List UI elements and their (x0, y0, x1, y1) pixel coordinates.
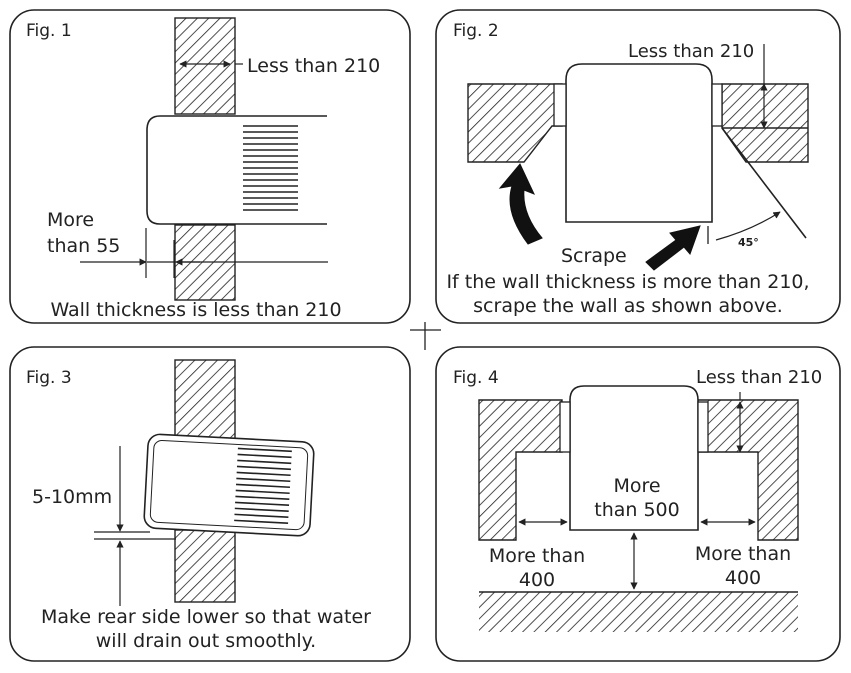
curved-arrow-icon (498, 163, 543, 245)
dimension-label: More than (489, 545, 585, 567)
scrape-guide-line (707, 127, 807, 244)
figure-1-label: Fig. 1 (26, 21, 72, 41)
air-conditioner-unit (146, 115, 327, 225)
tilt-dimension (94, 446, 176, 606)
dimension-label: 400 (519, 569, 555, 591)
air-conditioner-unit (143, 433, 315, 537)
panel-divider (410, 322, 441, 350)
figure-3-caption-line-1: Make rear side lower so that water (41, 606, 371, 628)
figure-3-label: Fig. 3 (26, 368, 72, 388)
clearance-dimensions (518, 392, 756, 590)
dimension-label: Less than 210 (247, 55, 380, 77)
figure-3-caption-line-2: will drain out smoothly. (96, 630, 316, 652)
figure-1-panel: Fig. 1 Less than 210 (9, 9, 411, 324)
dimension-label: 400 (725, 567, 761, 589)
figure-2-panel: Fig. 2 45° Less than 210 Scrape If the w… (435, 9, 841, 324)
dimension-label: 5-10mm (32, 486, 112, 508)
figure-3-panel: Fig. 3 5-10mm Make rear s (9, 346, 411, 662)
figure-2-caption-line-1: If the wall thickness is more than 210, (446, 271, 809, 293)
dimension-label: More than (695, 543, 791, 565)
figure-4-label: Fig. 4 (453, 368, 499, 388)
dimension-label: More (613, 475, 660, 497)
wall-section (478, 399, 799, 632)
figure-4-panel: Fig. 4 Less than 210 More than 500 More … (435, 346, 841, 662)
wall-section (174, 359, 236, 603)
dimension-label: Less than 210 (696, 367, 822, 388)
air-conditioner-unit (553, 63, 723, 223)
scrape-label: Scrape (561, 245, 627, 267)
dimension-label: Less than 210 (628, 41, 754, 62)
figure-2-label: Fig. 2 (453, 21, 499, 41)
dimension-label: than 500 (594, 499, 679, 521)
figure-2-caption-line-2: scrape the wall as shown above. (473, 295, 783, 317)
dimension-label: More (47, 209, 94, 231)
push-arrow-icon (645, 225, 701, 271)
air-conditioner-unit (559, 385, 709, 531)
angle-label: 45° (738, 236, 759, 249)
protrusion-dimension (80, 228, 328, 278)
figure-1-caption: Wall thickness is less than 210 (50, 299, 341, 321)
dimension-label: than 55 (47, 235, 120, 257)
